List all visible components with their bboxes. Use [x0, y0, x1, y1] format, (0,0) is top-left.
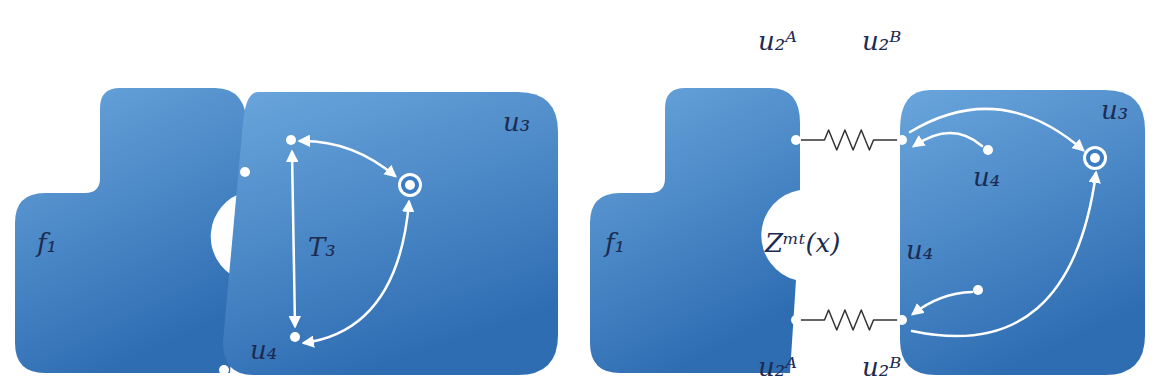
variable-label: u₃: [1101, 95, 1128, 125]
body-shape: [15, 88, 247, 373]
variable-label: T₃: [308, 232, 336, 262]
body-shape: [223, 92, 558, 375]
spring-group: [791, 130, 907, 150]
spring-connector: [800, 310, 898, 330]
coupling-arrow: [300, 141, 395, 176]
transfer-arrow: [910, 109, 1083, 150]
body-region: f₁: [15, 88, 247, 373]
attachment-dot: [791, 135, 801, 145]
transfer-arrow: [914, 133, 982, 146]
text-holder: u₂ᴬ: [758, 26, 797, 56]
variable-label: u₂ᴮ: [862, 26, 901, 56]
spring-connector: [800, 130, 898, 150]
variable-label: u₂ᴬ: [758, 352, 797, 382]
attachment-dot: [791, 315, 801, 325]
point-dot: [286, 135, 296, 145]
point-dot: [973, 285, 983, 295]
point-dot: [290, 332, 300, 342]
coupling-arrow: [304, 202, 409, 343]
attachment-dot: [897, 315, 907, 325]
variable-label: u₄: [973, 162, 1000, 192]
variable-label: u₄: [250, 335, 277, 365]
variable-label: Zᵐᵗ(x): [765, 228, 840, 258]
text-holder: Zᵐᵗ(x): [765, 228, 840, 258]
text-holder: u₃: [503, 107, 530, 137]
variable-label: u₄: [906, 235, 933, 265]
contact-dot: [240, 167, 250, 177]
body-region: u₃ u₄ u₄: [898, 90, 1145, 375]
transfer-arrow: [912, 173, 1096, 336]
text-holder: u₂ᴬ: [758, 352, 797, 382]
variable-label: u₃: [503, 107, 530, 137]
text-holder: u₃: [1101, 95, 1128, 125]
contact-dot: [219, 365, 229, 375]
text-holder: u₄: [906, 235, 933, 265]
variable-label: f₁: [37, 228, 57, 258]
body-region: u₃ T₃ u₄: [218, 92, 558, 375]
target-symbol: [1083, 146, 1107, 170]
spring-group: [791, 310, 907, 330]
text-holder: u₂ᴮ: [862, 26, 901, 56]
attachment-dot: [897, 135, 907, 145]
body-shape: [900, 90, 1145, 375]
text-holder: u₄: [250, 335, 277, 365]
text-holder: f₁: [37, 228, 57, 258]
variable-label: f₁: [605, 228, 625, 258]
body-outline: [898, 90, 1145, 375]
coupling-arrow: [292, 152, 295, 326]
text-holder: f₁: [605, 228, 625, 258]
text-holder: u₂ᴮ: [862, 352, 901, 382]
transfer-arrow: [913, 292, 972, 314]
text-holder: u₄: [973, 162, 1000, 192]
text-holder: T₃: [308, 232, 336, 262]
variable-label: u₂ᴮ: [862, 352, 901, 382]
variable-label: u₂ᴬ: [758, 26, 797, 56]
point-dot: [983, 145, 993, 155]
target-symbol: [398, 173, 422, 197]
